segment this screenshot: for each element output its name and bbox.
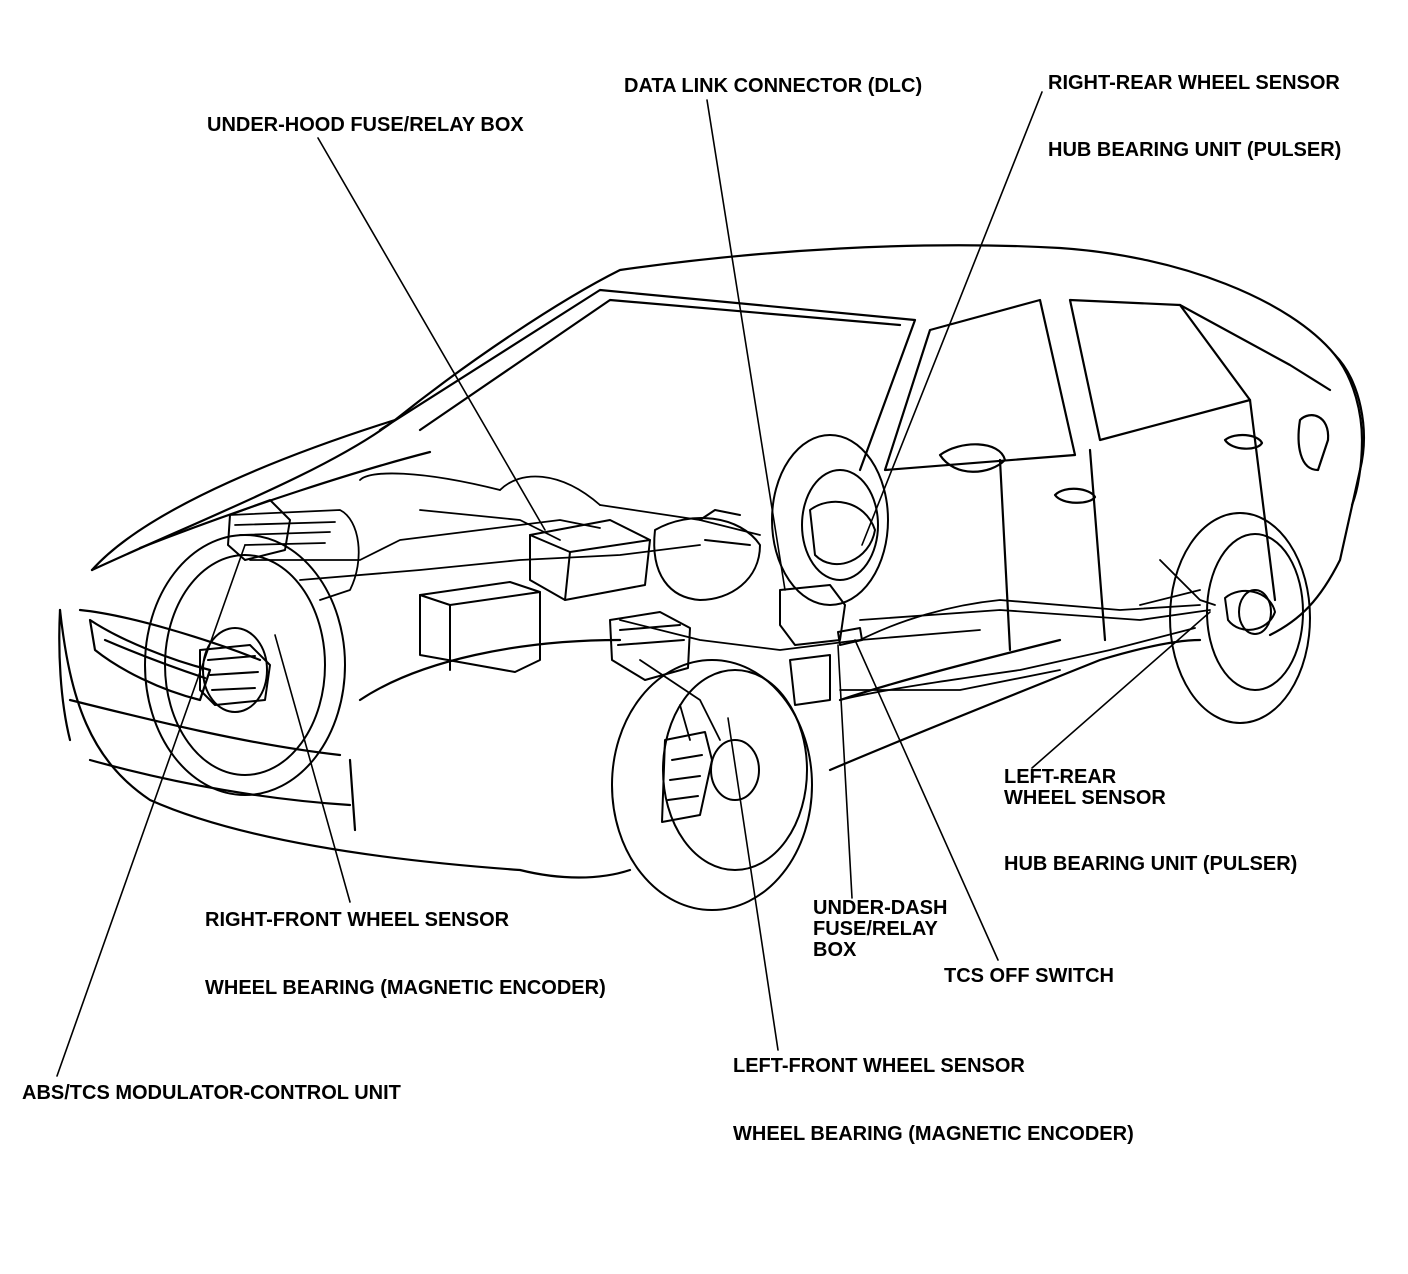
leader-right-front-wheel-sensor [274, 634, 351, 903]
leader-data-link-connector [706, 99, 786, 591]
label-abs-tcs-modulator-control-unit: ABS/TCS MODULATOR-CONTROL UNIT [22, 1082, 401, 1104]
label-line: FUSE/RELAY [813, 918, 938, 940]
label-wheel-bearing-front-right: WHEEL BEARING (MAGNETIC ENCODER) [205, 977, 606, 999]
label-right-front-wheel-sensor: RIGHT-FRONT WHEEL SENSOR [205, 909, 510, 931]
leader-right-rear-wheel-sensor [861, 91, 1043, 546]
label-line: WHEEL SENSOR [1004, 787, 1166, 809]
brake-components [199, 500, 1276, 823]
brake-lines-and-harness [229, 472, 1216, 741]
label-hub-bearing-unit-rear-right: HUB BEARING UNIT (PULSER) [1048, 139, 1342, 161]
leader-under-dash-fuse-relay-box [837, 644, 853, 899]
label-under-dash-fuse-relay-box: UNDER-DASH FUSE/RELAY BOX [813, 898, 947, 961]
leader-left-front-wheel-sensor [727, 717, 779, 1051]
label-line: LEFT-REAR [1004, 766, 1117, 788]
label-line: BOX [813, 939, 857, 961]
label-right-rear-wheel-sensor: RIGHT-REAR WHEEL SENSOR [1048, 72, 1340, 94]
engine-bay [227, 499, 863, 706]
label-line: UNDER-DASH [813, 897, 948, 919]
label-under-hood-fuse-relay-box: UNDER-HOOD FUSE/RELAY BOX [207, 114, 524, 136]
label-data-link-connector: DATA LINK CONNECTOR (DLC) [624, 75, 923, 97]
label-hub-bearing-unit-rear-left: HUB BEARING UNIT (PULSER) [1004, 853, 1298, 875]
car-body [58, 244, 1365, 879]
label-wheel-bearing-front-left: WHEEL BEARING (MAGNETIC ENCODER) [733, 1123, 1134, 1145]
label-left-rear-wheel-sensor: LEFT-REAR WHEEL SENSOR [1004, 767, 1166, 809]
leader-left-rear-wheel-sensor [1031, 611, 1211, 769]
leader-abs-tcs-modulator [56, 544, 246, 1077]
wheels [144, 434, 1311, 911]
leader-lines [56, 91, 1211, 1077]
label-left-front-wheel-sensor: LEFT-FRONT WHEEL SENSOR [733, 1055, 1025, 1077]
label-tcs-off-switch: TCS OFF SWITCH [944, 965, 1114, 987]
leader-tcs-off-switch [854, 639, 999, 961]
leader-under-hood-fuse-relay-box [317, 137, 546, 531]
